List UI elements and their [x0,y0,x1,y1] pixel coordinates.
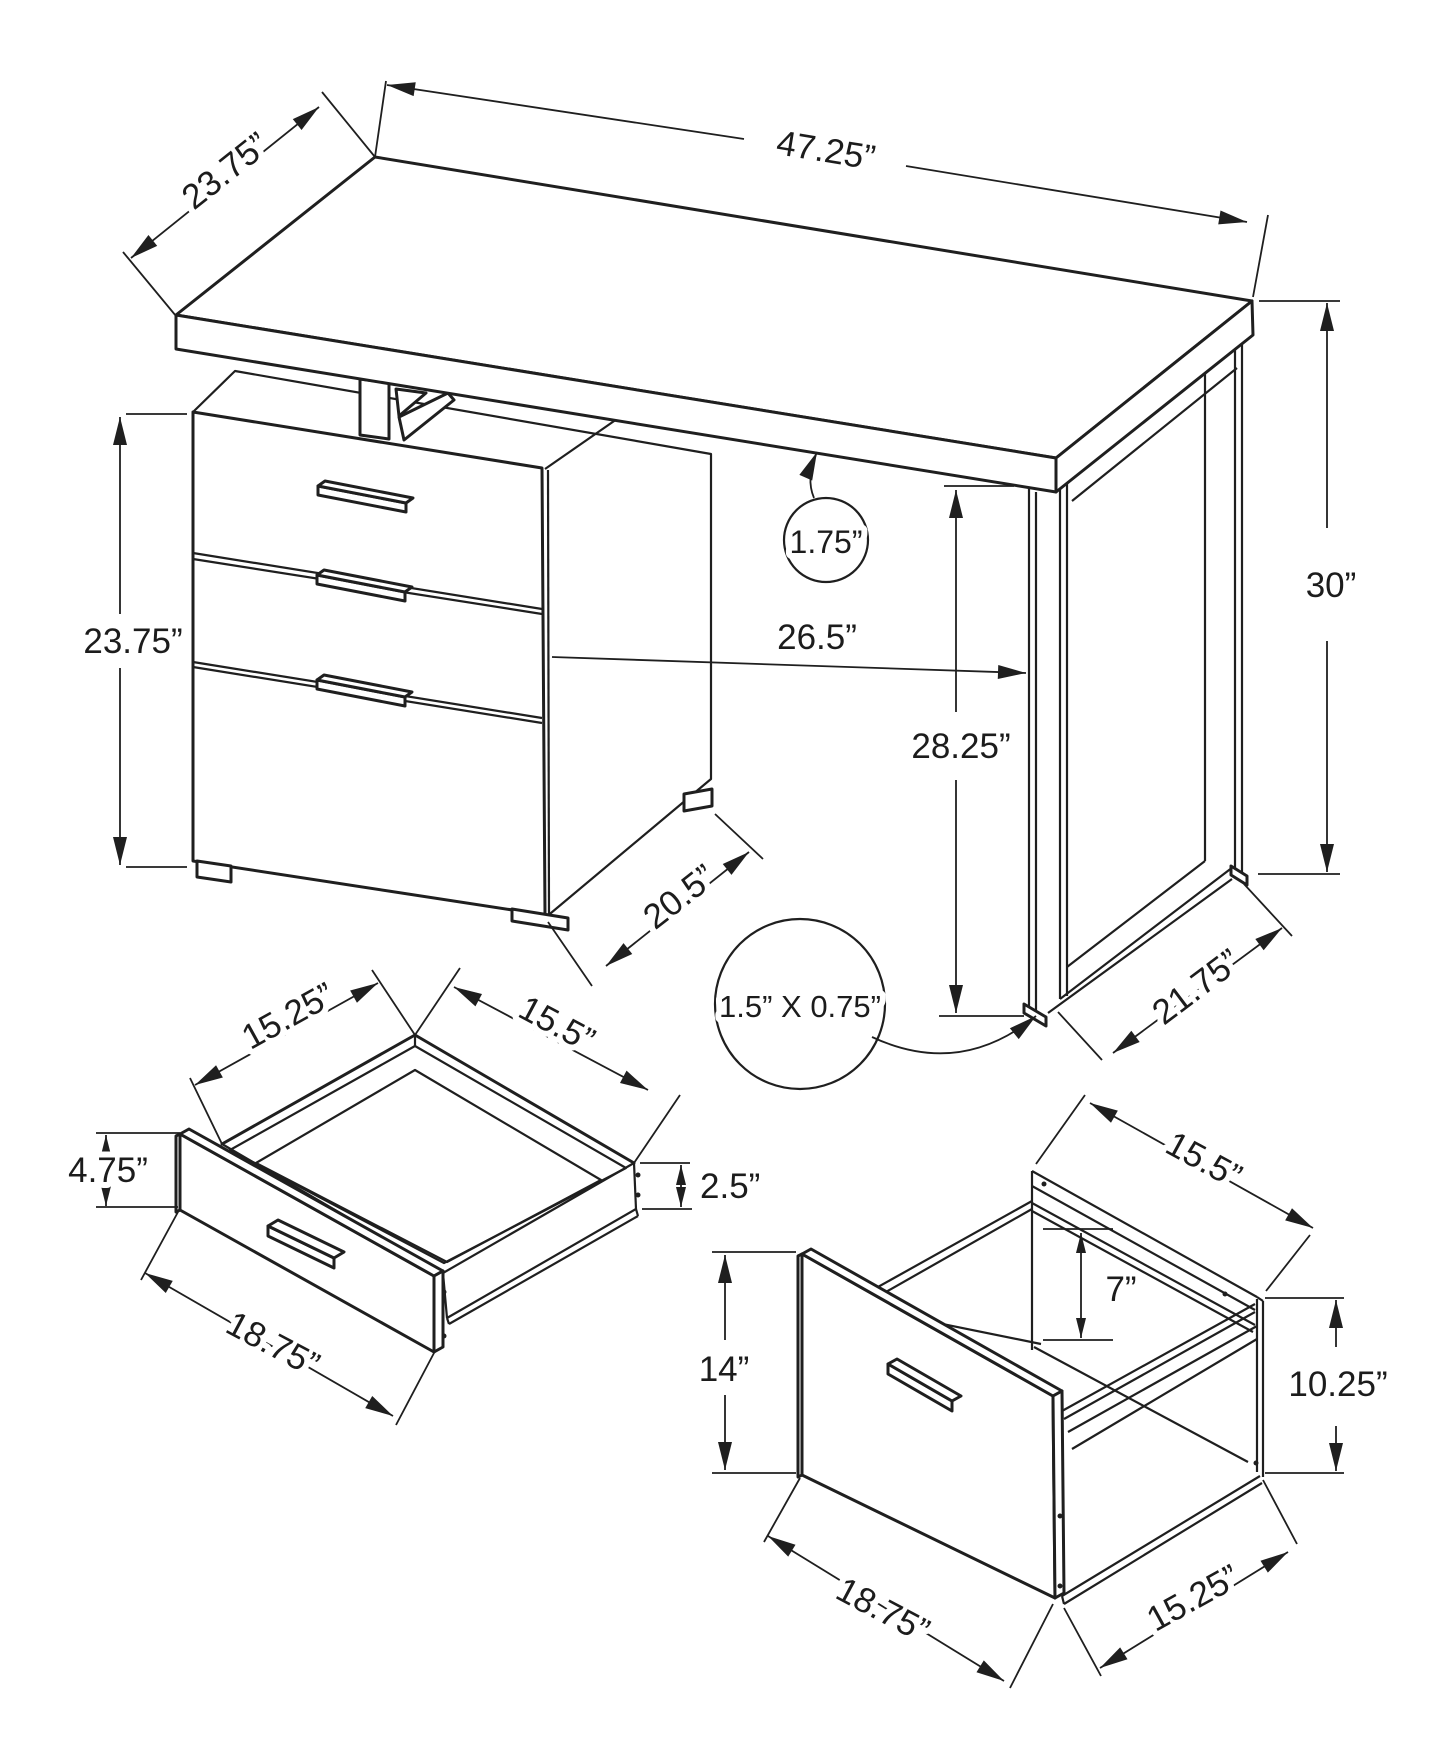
svg-text:1.75”: 1.75” [790,524,863,560]
svg-text:10.25”: 10.25” [1288,1365,1387,1404]
svg-text:2.5”: 2.5” [700,1167,760,1206]
svg-text:30”: 30” [1306,566,1357,605]
svg-text:7”: 7” [1105,1270,1136,1309]
svg-text:1.5” X 0.75”: 1.5” X 0.75” [719,989,881,1024]
svg-text:14”: 14” [699,1350,750,1389]
svg-text:4.75”: 4.75” [68,1151,148,1190]
svg-text:26.5”: 26.5” [777,618,857,657]
svg-text:28.25”: 28.25” [911,727,1010,766]
svg-text:23.75”: 23.75” [83,622,182,661]
